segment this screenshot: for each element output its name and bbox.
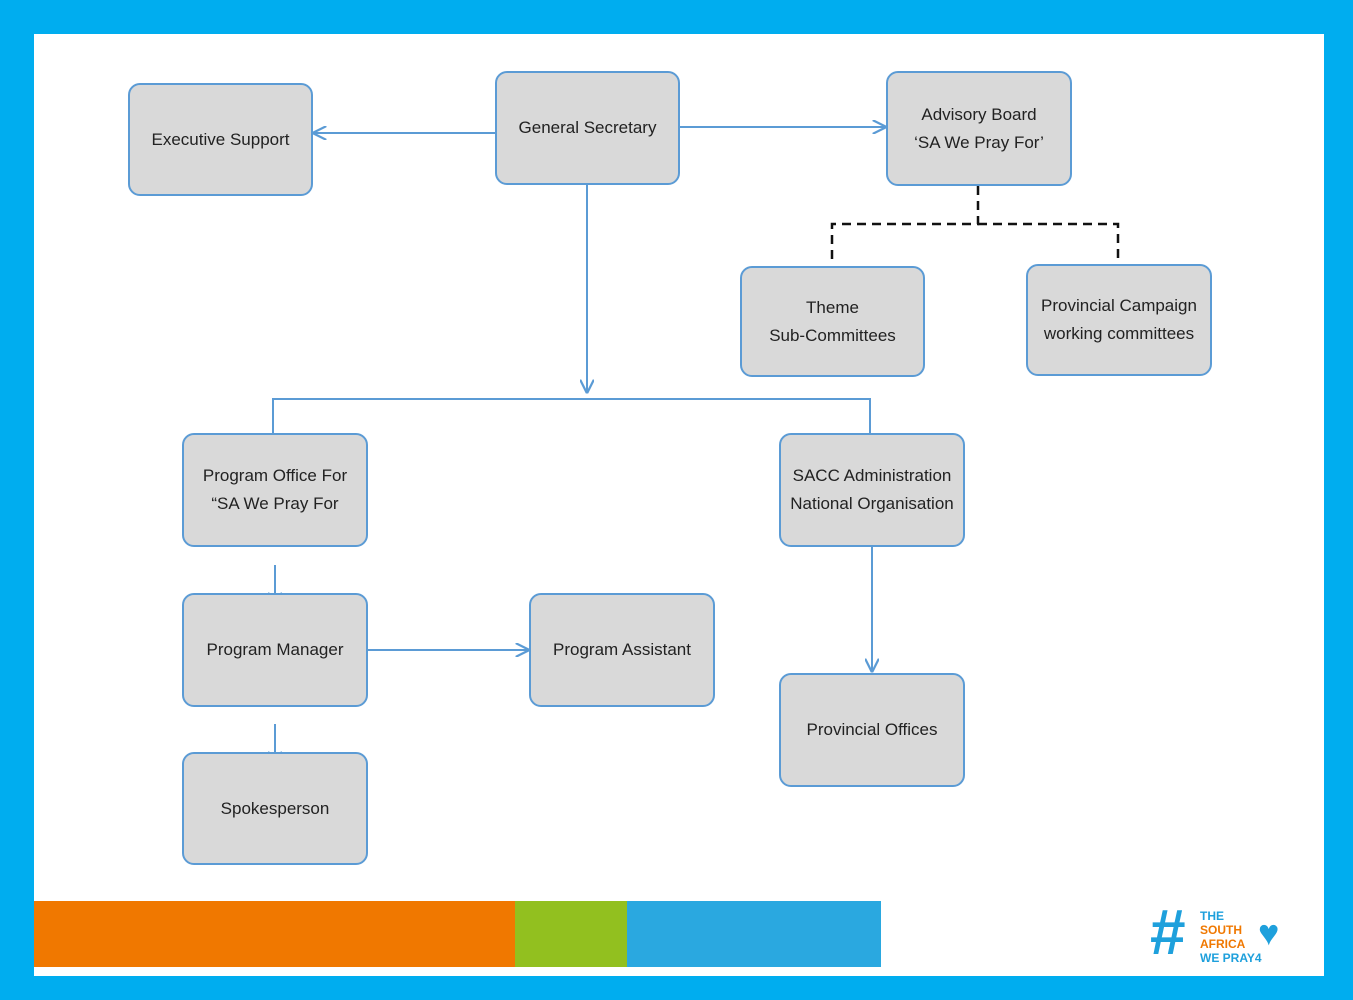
color-bar-green	[515, 901, 627, 967]
program-assistant-box: Program Assistant	[529, 593, 715, 707]
dashed-connector-advisory	[830, 186, 980, 265]
sacc-administration-box: SACC Administration National Organisatio…	[779, 433, 965, 547]
campaign-logo: # THE SOUTH AFRICA WE PRAY4 ♥	[1150, 897, 1300, 970]
dashed-connector-advisory-right	[978, 222, 1120, 263]
provincial-campaign-box: Provincial Campaign working committees	[1026, 264, 1212, 376]
provincial-offices-box: Provincial Offices	[779, 673, 965, 787]
logo-text: THE SOUTH AFRICA WE PRAY4	[1200, 909, 1262, 965]
logo-line-south: SOUTH	[1200, 923, 1242, 937]
theme-subcommittees-box: Theme Sub-Committees	[740, 266, 925, 377]
logo-line-africa: AFRICA	[1200, 937, 1246, 951]
executive-support-box: Executive Support	[128, 83, 313, 196]
heart-icon: ♥	[1258, 912, 1280, 953]
color-bar-orange	[34, 901, 515, 967]
advisory-board-box: Advisory Board ‘SA We Pray For’	[886, 71, 1072, 186]
hashtag-icon: #	[1150, 896, 1186, 968]
logo-line-wepray: WE PRAY4	[1200, 951, 1262, 965]
general-secretary-box: General Secretary	[495, 71, 680, 185]
program-manager-box: Program Manager	[182, 593, 368, 707]
logo-line-the: THE	[1200, 909, 1224, 923]
spokesperson-box: Spokesperson	[182, 752, 368, 865]
program-office-box: Program Office For “SA We Pray For	[182, 433, 368, 547]
connector-branch	[272, 398, 871, 433]
color-bar-blue	[627, 901, 881, 967]
